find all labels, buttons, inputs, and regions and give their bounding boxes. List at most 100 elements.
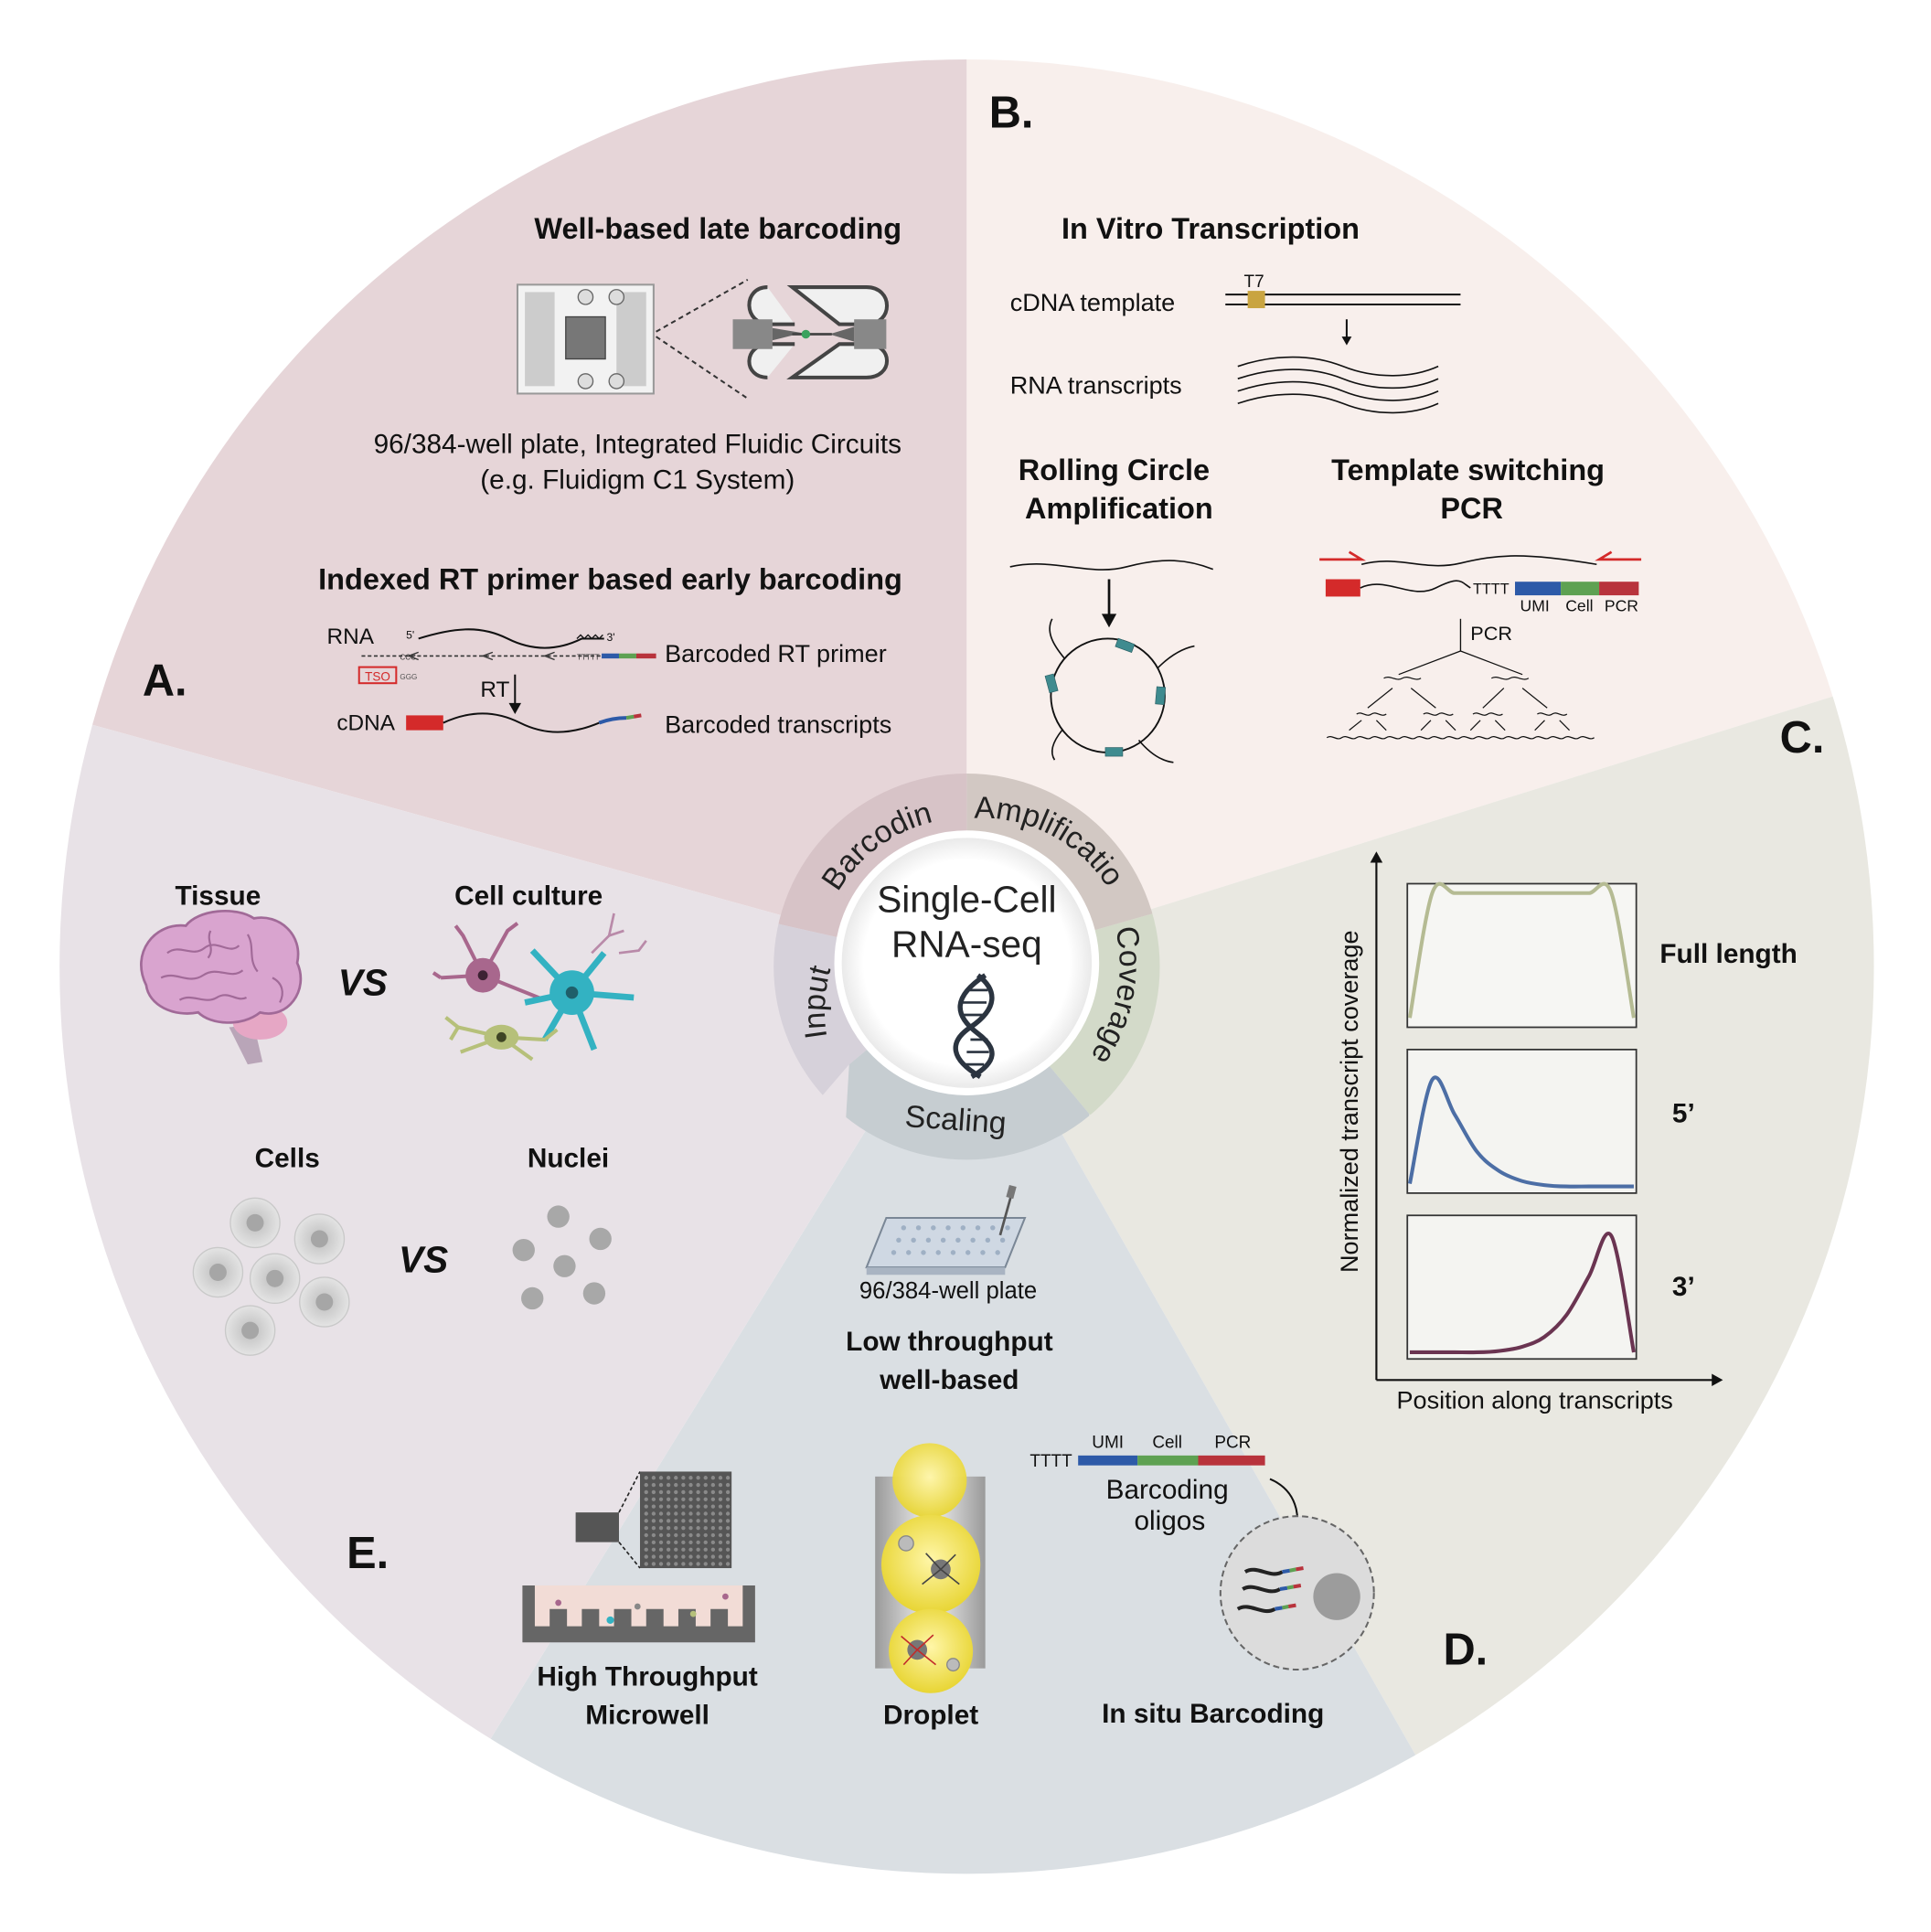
insitu-illustration: TTTT UMI Cell PCR Barcoding oligos [1030,1434,1375,1671]
microwell-illustration [522,1471,755,1643]
plot-box-3prime [1406,1214,1638,1361]
well-plate-icon [865,1184,1027,1276]
tso-label: TSO [365,669,390,683]
nuclei-label: Nuclei [528,1143,609,1173]
microwell-dot [710,1532,716,1538]
microwell-dot [658,1519,664,1523]
microwell-dot [674,1540,678,1545]
cells-label: Cells [255,1143,320,1173]
microwell-dot [688,1554,693,1559]
center-title-line1: Single-Cell [877,879,1056,921]
microwell-dot [725,1489,731,1495]
microwell-dot [674,1489,678,1495]
microwell-dot [703,1532,708,1538]
microwell-dot [718,1532,723,1538]
microwell-dot [710,1497,716,1501]
microwell-dot [666,1526,671,1531]
legend-3prime: 3’ [1672,1272,1695,1302]
microwell-dot [674,1497,678,1501]
cdna-template-label: cDNA template [1010,288,1176,316]
microwell-dot [703,1489,708,1495]
microwell-dot [696,1489,700,1495]
oligo-line1: Barcoding [1106,1475,1229,1505]
microwell-dot [710,1526,716,1531]
microwell-dot [644,1497,648,1501]
center-title-line2: RNA-seq [891,923,1042,965]
rt-primer-schematic: RNA 5' 3' CCC TTTTT TSO GGG RT cDNA Barc… [327,624,892,738]
droplet-illustration [875,1443,986,1693]
panel-e: E. Tissue Cell culture VS [140,881,647,1578]
microwell-dot [681,1547,686,1552]
microwell-dot [666,1540,671,1545]
microwell-dot [688,1476,693,1480]
microwell-dot [718,1547,723,1552]
microwell-dot [658,1554,664,1559]
panel-d: D. 96/384-well plate Low throughput well… [522,1184,1488,1731]
curve-full-length [1407,881,1636,1019]
microwell-dot [651,1482,656,1488]
microwell-dot [644,1489,648,1495]
microwell-dot [644,1540,648,1545]
vs-cells-nuclei: VS [399,1239,448,1281]
microwell-dot [651,1504,656,1509]
rna-wave-lines [1237,356,1439,414]
microwell-dot [688,1562,693,1566]
ttttt-small-label: TTTTT [577,653,600,661]
microwell-dot [681,1540,686,1545]
cells-icon [192,1197,350,1356]
microwell-dot [651,1519,656,1523]
microwell-dot [666,1532,671,1538]
microwell-dot [703,1540,708,1545]
microwell-dot [718,1489,723,1495]
brain-icon [140,909,303,1065]
microwell-dot [651,1489,656,1495]
microwell-dot [703,1497,708,1501]
microwell-dot [681,1511,686,1516]
tissue-label: Tissue [176,881,261,911]
microwell-dot [703,1526,708,1531]
microwell-dot [651,1547,656,1552]
microwell-dot [696,1562,700,1566]
barcoded-rt-primer-label: Barcoded RT primer [665,639,887,667]
microwell-dot [718,1562,723,1566]
microwell-dot [688,1504,693,1509]
microwell-dot [688,1519,693,1523]
panel-c: C. Normalized transcript coverage Positi… [1335,713,1824,1414]
neurons-icon [432,913,647,1062]
microwell-dot [658,1526,664,1531]
t7-label: T7 [1244,272,1264,292]
microwell-dot [718,1497,723,1501]
microwell-dot [688,1547,693,1552]
microwell-dot [688,1526,693,1531]
microwell-dot [644,1476,648,1480]
microwell-dot [674,1547,678,1552]
microwell-dot [666,1504,671,1509]
late-barcoding-title: Well-based late barcoding [534,212,901,245]
microwell-line1: High Throughput [537,1662,757,1692]
microwell-dot [666,1497,671,1501]
insitu-umi: UMI [1092,1434,1124,1453]
ccc-label: CCC [400,653,416,661]
tsp-title-line2: PCR [1440,492,1503,525]
coverage-y-axis-label: Normalized transcript coverage [1335,930,1363,1273]
ivt-title: In Vitro Transcription [1062,212,1360,245]
microwell-dot [666,1519,671,1523]
microwell-dot [696,1526,700,1531]
ggg-label: GGG [400,673,417,681]
microwell-dot [644,1519,648,1523]
microwell-dot [658,1482,664,1488]
microwell-dot [688,1489,693,1495]
microwell-dot [651,1562,656,1566]
cdna-label: cDNA [336,711,395,736]
microwell-dot [696,1504,700,1509]
panel-a-letter: A. [143,656,187,706]
microwell-dot [681,1497,686,1501]
microwell-dot [658,1476,664,1480]
curve-3prime [1409,1232,1636,1355]
rca-title-line1: Rolling Circle [1019,454,1210,486]
microwell-dot [681,1526,686,1531]
microwell-dot [710,1476,716,1480]
microwell-dot [703,1547,708,1552]
microwell-dot [710,1489,716,1495]
ring-label-scaling: Scaling [904,1099,1008,1141]
